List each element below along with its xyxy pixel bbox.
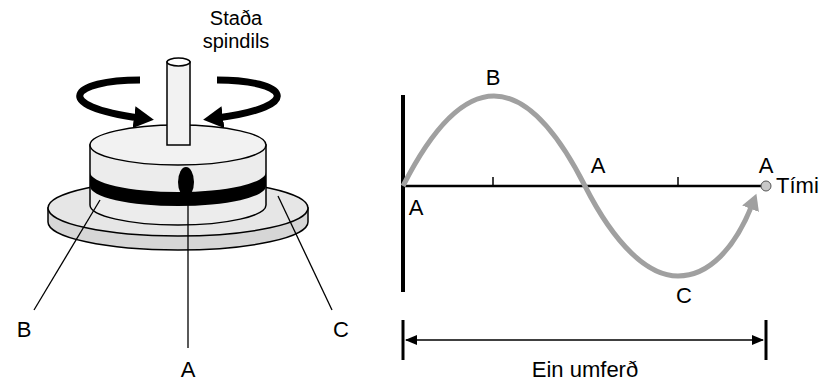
sine-wave [403, 96, 752, 276]
dimension-bar [402, 320, 405, 360]
axis-title: Staða spindils [186, 7, 286, 53]
part-label: B [17, 317, 32, 342]
tick-mark [677, 177, 679, 186]
point-label: A [409, 195, 424, 220]
dimension-bar [765, 320, 768, 360]
vertical-axis [401, 95, 405, 292]
leader-line [278, 196, 332, 310]
spindle [167, 58, 190, 145]
point-label: C [676, 283, 692, 308]
rotation-arrow [80, 80, 140, 118]
dimension-line [406, 339, 763, 341]
point-label: A [759, 153, 774, 178]
leader-line [34, 200, 100, 310]
leader-line [187, 198, 188, 348]
tick-mark [492, 177, 494, 186]
axis-label: Tími [776, 173, 819, 198]
point-label: B [486, 65, 501, 90]
point-label: A [591, 153, 606, 178]
part-label: C [333, 317, 349, 342]
rotation-arrow [217, 80, 277, 118]
end-point [761, 181, 771, 191]
part-label: A [181, 357, 196, 382]
dimension-label: Ein umferð [532, 357, 638, 382]
